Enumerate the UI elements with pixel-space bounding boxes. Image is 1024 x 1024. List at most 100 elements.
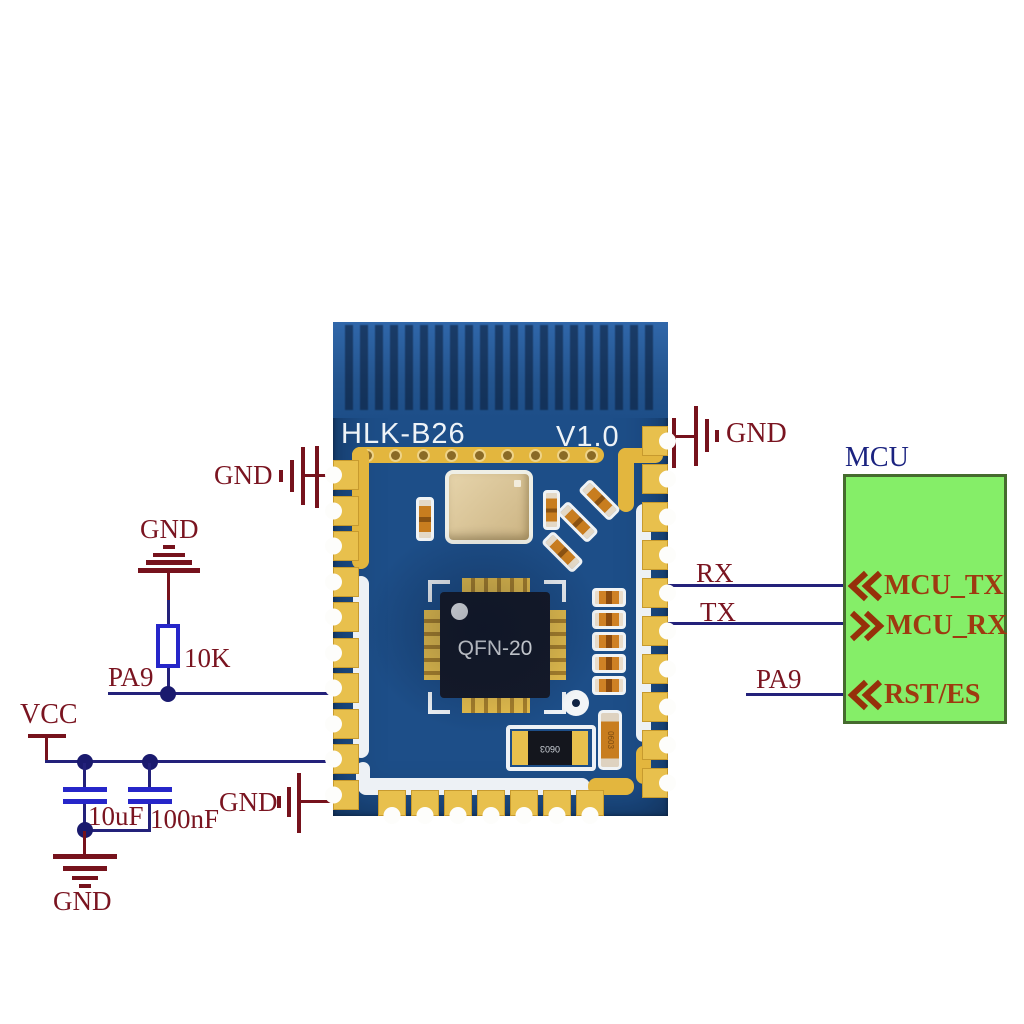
mcu-pin-rst-es: RST/ES [884,679,981,710]
smd-resistor [592,632,626,651]
smd-resistor [592,610,626,629]
pcb-pad [642,502,668,532]
gnd-label-module-top-right: GND [726,418,787,449]
pcb-via [531,451,540,460]
resistor-10k [156,624,180,668]
vcc-wire [45,760,335,763]
junction-dot [77,822,93,838]
pa9-wire-left [108,692,335,695]
pcb-pad [510,790,538,816]
caps-bottom-wire [85,829,151,832]
smd-pad [572,731,588,765]
cap1-plate [63,787,107,792]
ground-symbol-bar [138,568,200,573]
pcb-antenna [333,322,668,418]
chip-pads [462,698,530,713]
gnd-label-caps: GND [53,886,112,916]
gnd-stem [167,573,170,601]
junction-dot [142,754,158,770]
pcb-pad [333,496,359,526]
ground-symbol-bar [297,773,301,833]
smd-marking: 0603 [605,731,615,749]
smd-resistor [592,676,626,695]
pcb-via [559,451,568,460]
pcb-pad [642,730,668,760]
pcb-pad [333,460,359,490]
cap1-plate [63,799,107,804]
pcb-pad [444,790,472,816]
pcb-pad [642,692,668,722]
pin1-dot [451,603,468,620]
pcb-trace [618,448,634,512]
smd-component [577,478,622,522]
pcb-via [391,451,400,460]
cap1-top-lead [83,763,86,787]
gnd-wire [666,435,697,438]
smd-component [555,500,600,544]
smd-component-0603: 0603 [598,710,622,770]
chevron-right-icon [849,610,885,642]
gnd-label-pullup: GND [140,514,199,544]
junction-dot [77,754,93,770]
silkscreen-outline [506,725,596,771]
pcb-pad [333,744,359,774]
ground-symbol-bar [63,866,107,871]
silkscreen-corner [428,692,450,714]
pcb-pad [333,567,359,597]
pcb-pad [411,790,439,816]
pa9-label-right: PA9 [756,664,802,694]
chip-pads [424,610,440,680]
pa9-wire-right [746,693,844,696]
smd-component [416,497,434,541]
pcb-pad [333,602,359,632]
ground-symbol-bar [79,884,91,888]
cap2-top-lead [148,763,151,787]
chevron-left-icon [847,570,883,602]
tx-label: TX [700,597,736,627]
smd-component-0603: 0603 [528,731,572,765]
ground-symbol-bar [715,430,719,442]
cap2-plate [128,799,172,804]
silkscreen-corner [544,580,566,602]
ground-symbol-bar [705,419,709,452]
pcb-via [587,451,596,460]
hlk-b26-module: HLK-B26 V1.0 [333,322,668,816]
pcb-pad [576,790,604,816]
ground-symbol-bar [53,854,117,859]
smd-resistor [592,654,626,673]
pcb-via [447,451,456,460]
gnd-wire [303,474,336,477]
chevron-left-icon [847,679,883,711]
tx-wire [666,622,844,625]
resistor-bottom-lead [167,668,170,694]
silkscreen-corner [428,580,450,602]
pcb-pad [642,426,668,456]
cap2-value-label: 100nF [150,804,220,834]
mcu-pin-mcu-tx: MCU_TX [884,570,1004,601]
pcb-pad [642,616,668,646]
chip-pads [462,578,530,593]
pcb-pad [642,768,668,798]
cap1-value-label: 10uF [88,801,144,831]
module-version-silkscreen: V1.0 [556,421,620,453]
mcu-title: MCU [845,442,909,473]
pcb-via [419,451,428,460]
pcb-pad [333,709,359,739]
gnd-stem [83,831,86,855]
smd-marking: 0603 [539,743,561,754]
ground-symbol-bar [279,470,283,482]
pcb-pad [642,654,668,684]
pcb-pad [333,531,359,561]
silkscreen-donut [563,690,589,716]
pcb-pad [642,464,668,494]
ground-symbol-bar [146,560,192,565]
ground-symbol-bar [163,545,175,549]
pcb-pad [642,578,668,608]
pcb-pad [543,790,571,816]
crystal-oscillator [445,470,533,544]
ground-symbol-bar [287,787,291,817]
gnd-label-module-top-left: GND [214,460,273,490]
pcb-pad [477,790,505,816]
pcb-via [475,451,484,460]
mcu-block [843,474,1007,724]
